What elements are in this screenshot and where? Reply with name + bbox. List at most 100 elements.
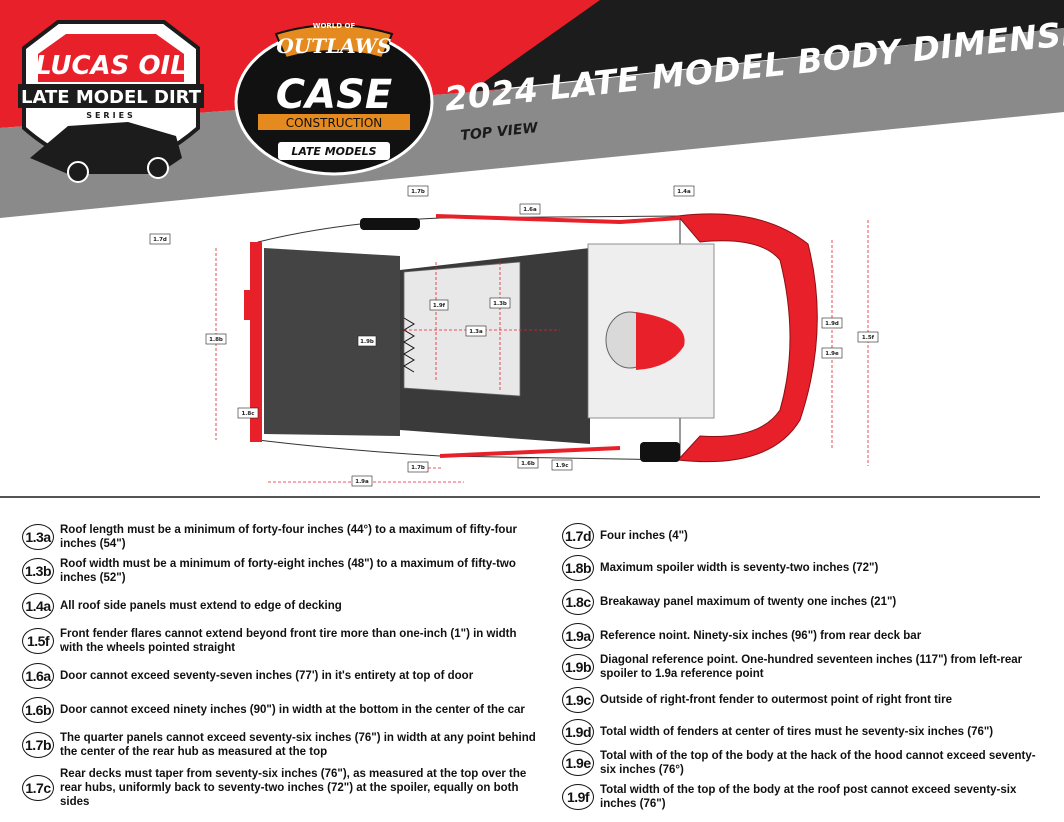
legend-item: 1.6b Door cannot exceed ninety inches (90…	[22, 697, 525, 723]
woo-case-logo: WORLD OF OUTLAWS CASE CONSTRUCTION LATE …	[234, 22, 434, 176]
svg-text:1.5f: 1.5f	[862, 335, 875, 341]
code-badge: 1.9a	[562, 623, 594, 649]
car-top-view-diagram: 1.7b 1.4a 1.6a 1.7d 1.8b 1.8c 1.9f 1.3b …	[149, 185, 879, 487]
code-badge: 1.7c	[22, 775, 54, 801]
rule-text: Roof width must be a minimum of forty-ei…	[60, 558, 516, 584]
svg-text:1.8b: 1.8b	[209, 337, 223, 343]
code-badge: 1.7b	[22, 732, 54, 758]
code-badge: 1.8c	[562, 589, 594, 615]
dim-tag-1-9b: 1.9b	[357, 335, 377, 347]
dim-tag-1-9e: 1.9e	[821, 347, 843, 359]
rule-text: Total width of the top of the body at th…	[600, 784, 1017, 810]
dim-tag-1-9c: 1.9c	[551, 459, 573, 471]
rule-text: Maximum spoiler width is seventy-two inc…	[600, 562, 879, 574]
roof-panel	[403, 261, 521, 397]
svg-text:1.6b: 1.6b	[521, 461, 535, 467]
svg-text:1.3a: 1.3a	[469, 329, 483, 335]
code-badge: 1.6a	[22, 663, 54, 689]
lucas-oil-logo: LUCAS OIL LATE MODEL DIRT SERIES	[18, 20, 204, 183]
series-text: SERIES	[86, 111, 136, 120]
case-text: CASE	[276, 72, 392, 118]
rule-text: Total with of the top of the body at the…	[600, 750, 1036, 776]
dim-tag-1-7b-top: 1.7b	[407, 185, 429, 197]
rear-deck	[264, 248, 400, 436]
code-badge: 1.9b	[562, 654, 594, 680]
lucas-oil-text: LUCAS OIL	[35, 51, 187, 81]
rule-text: Outside of right-front fender to outermo…	[600, 694, 952, 706]
outlaws-text: OUTLAWS	[276, 34, 391, 58]
late-models-text: LATE MODELS	[291, 145, 376, 158]
dim-tag-1-9d: 1.9d	[821, 317, 843, 329]
rule-text: Reference noint. Ninety-six inches (96")…	[600, 630, 922, 642]
dim-tag-1-8c: 1.8c	[237, 407, 259, 419]
rear-tire-top	[360, 218, 420, 230]
legend-item: 1.9c Outside of right-front fender to out…	[562, 687, 952, 713]
section-divider	[0, 496, 1040, 498]
rule-text: All roof side panels must extend to edge…	[60, 600, 342, 612]
dim-tag-1-7d: 1.7d	[149, 233, 171, 245]
rule-text: Door cannot exceed seventy-seven inches …	[60, 670, 474, 682]
legend-item: 1.8b Maximum spoiler width is seventy-two…	[562, 555, 878, 581]
code-badge: 1.7d	[562, 523, 594, 549]
dim-tag-1-4a: 1.4a	[673, 185, 695, 197]
svg-text:1.4a: 1.4a	[677, 189, 691, 195]
rule-text: Diagonal reference point. One-hundred se…	[600, 654, 1023, 680]
code-badge: 1.4a	[22, 593, 54, 619]
code-badge: 1.3a	[22, 524, 54, 550]
dim-tag-1-9a: 1.9a	[351, 475, 373, 487]
svg-text:1.3b: 1.3b	[493, 301, 507, 307]
roof-zigzag	[403, 317, 415, 373]
svg-text:1.8c: 1.8c	[241, 411, 254, 417]
dim-tag-1-9f: 1.9f	[429, 299, 449, 311]
front-nose	[676, 213, 818, 463]
svg-text:1.9f: 1.9f	[433, 303, 446, 309]
rule-text: Door cannot exceed ninety inches (90") i…	[60, 704, 525, 716]
rule-text: Breakaway panel maximum of twenty one in…	[600, 596, 897, 608]
gray-band	[0, 28, 1064, 218]
dim-tag-1-7b-bottom: 1.7b	[407, 461, 429, 473]
svg-text:1.9a: 1.9a	[355, 479, 369, 485]
rule-text: The quarter panels cannot exceed seventy…	[60, 732, 536, 758]
legend-item: 1.9a Reference noint. Ninety-six inches (…	[562, 623, 921, 649]
code-badge: 1.9d	[562, 719, 594, 745]
svg-text:1.9b: 1.9b	[360, 339, 374, 345]
black-band	[470, 0, 1064, 92]
dim-tag-1-6a: 1.6a	[519, 203, 541, 215]
code-badge: 1.8b	[562, 555, 594, 581]
legend-item: 1.7d Four inches (4")	[562, 523, 688, 549]
front-tire-bottom	[640, 442, 680, 462]
svg-text:1.9d: 1.9d	[825, 321, 839, 327]
dim-tag-1-3b: 1.3b	[489, 297, 511, 309]
legend-item: 1.8c Breakaway panel maximum of twenty on…	[562, 589, 896, 615]
rule-text: Front fender flares cannot extend beyond…	[60, 628, 517, 654]
race-car-icon	[30, 122, 182, 174]
door-panel-top	[435, 214, 681, 225]
rule-text: Rear decks must taper from seventy-six i…	[60, 768, 527, 808]
rule-text: Four inches (4")	[600, 530, 688, 542]
door-panel-bottom	[439, 446, 621, 458]
svg-text:1.9e: 1.9e	[825, 351, 839, 357]
dim-tag-1-8b: 1.8b	[205, 333, 227, 345]
code-badge: 1.5f	[22, 628, 54, 654]
code-badge: 1.6b	[22, 697, 54, 723]
dim-tag-1-5f: 1.5f	[857, 331, 879, 343]
dim-tag-1-3a: 1.3a	[465, 325, 487, 337]
code-badge: 1.9c	[562, 687, 594, 713]
code-badge: 1.3b	[22, 558, 54, 584]
hood-scoop	[636, 312, 685, 370]
code-badge: 1.9e	[562, 750, 594, 776]
code-badge: 1.9f	[562, 784, 594, 810]
late-model-dirt-text: LATE MODEL DIRT	[21, 87, 202, 108]
svg-text:1.6a: 1.6a	[523, 207, 537, 213]
world-of-text: WORLD OF	[313, 22, 356, 30]
construction-text: CONSTRUCTION	[286, 116, 383, 130]
legend-item: 1.6a Door cannot exceed seventy-seven inc…	[22, 663, 473, 689]
